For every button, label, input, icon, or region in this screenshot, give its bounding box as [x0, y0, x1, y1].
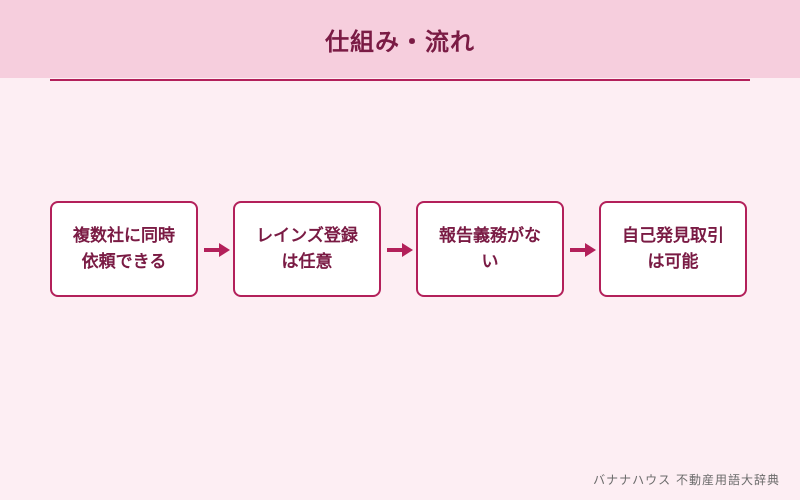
- flow-step-label: 自己発見取引は可能: [622, 226, 724, 272]
- source-credit: バナナハウス 不動産用語大辞典: [593, 473, 780, 487]
- page-title: 仕組み・流れ: [325, 27, 475, 56]
- arrow-right-icon: [204, 243, 230, 257]
- flow-step-label: 複数社に同時依頼できる: [73, 226, 175, 272]
- process-flow: 複数社に同時依頼できる レインズ登録は任意 報告義務がない 自己発見取引は可能: [50, 201, 750, 300]
- flow-step-label: 報告義務がない: [439, 226, 541, 272]
- flow-step-label: レインズ登録は任意: [256, 226, 358, 272]
- flow-step-4: 自己発見取引は可能: [599, 201, 747, 297]
- header-divider: [50, 79, 750, 81]
- flow-step-2: レインズ登録は任意: [233, 201, 381, 297]
- arrow-right-icon: [387, 243, 413, 257]
- flow-step-1: 複数社に同時依頼できる: [50, 201, 198, 297]
- flow-step-3: 報告義務がない: [416, 201, 564, 297]
- header-banner: 仕組み・流れ: [0, 0, 800, 78]
- arrow-right-icon: [570, 243, 596, 257]
